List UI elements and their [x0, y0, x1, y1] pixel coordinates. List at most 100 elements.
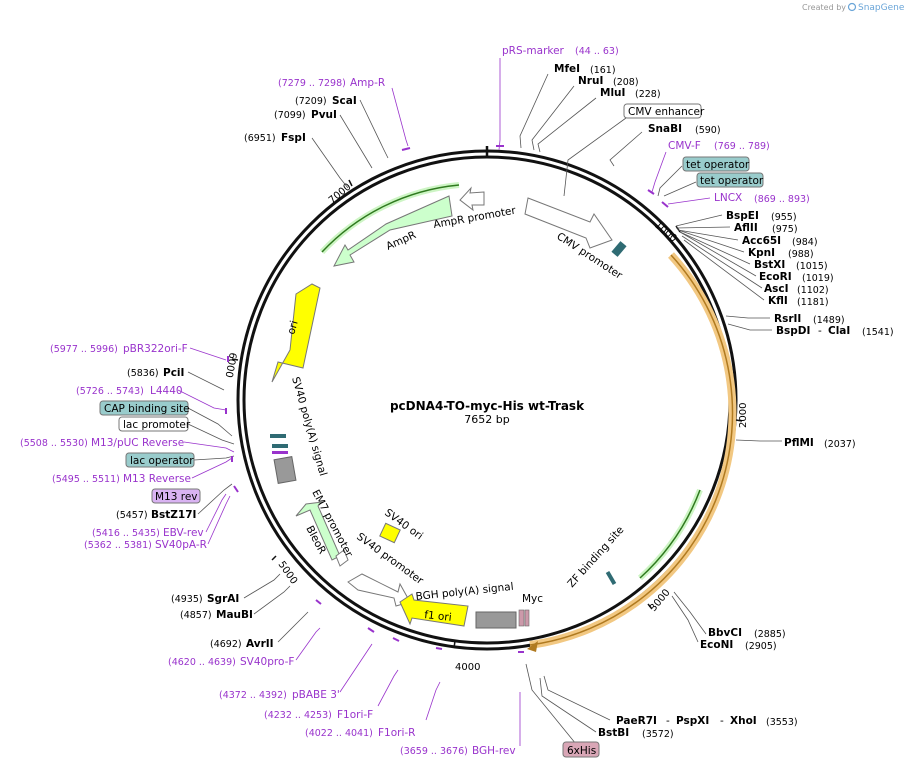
feature-zf-binding-site[interactable] [605, 570, 617, 586]
enzyme-pspxi-name[interactable]: PspXI [676, 715, 709, 727]
label-ori: ori [285, 319, 300, 335]
enzyme-pcii-pos: (5836) [127, 368, 159, 379]
primer-l4440-name[interactable]: L4440 [150, 385, 183, 397]
feature-sv40-ori[interactable] [379, 522, 401, 544]
enzyme-sgrai-pos: (4935) [171, 594, 203, 605]
primer-pbr322ori-f-name[interactable]: pBR322ori-F [123, 343, 188, 355]
enzyme-clai-name[interactable]: ClaI [828, 325, 850, 337]
enzyme-separator: - [818, 325, 822, 337]
enzyme-fspi-name[interactable]: FspI [281, 132, 306, 144]
enzyme-bstz17i-name[interactable]: BstZ17I [151, 509, 196, 521]
enzyme-econi-name[interactable]: EcoNI [700, 639, 733, 651]
primer-f1ori-r-name[interactable]: F1ori-R [378, 727, 415, 739]
feature-sv40-polya[interactable] [273, 456, 297, 484]
feature-his [524, 609, 530, 627]
ticks: 1000 2000 3000 4000 5000 6000 7000 [223, 179, 749, 673]
primer-m13-reverse-range: (5495 .. 5511) [52, 474, 120, 485]
enzyme-bstbi-pos: (3572) [642, 729, 674, 740]
leader-lines [177, 58, 782, 746]
enzyme-bbvci-name[interactable]: BbvCI [708, 627, 742, 639]
feature-trask-arc[interactable] [529, 252, 737, 649]
enzyme-xhoi-name[interactable]: XhoI [730, 715, 757, 727]
primer-sv40pro-f-name[interactable]: SV40pro-F [240, 656, 294, 668]
enzyme-bstxi-name[interactable]: BstXI [754, 259, 785, 271]
label-zf-binding-site: ZF binding site [565, 524, 626, 590]
box-tet-operator-1[interactable] [682, 156, 750, 172]
snapgene-credit: Created by SnapGene [802, 2, 905, 13]
tick-4000 [453, 640, 456, 649]
enzyme-asci-name[interactable]: AscI [764, 283, 789, 295]
feature-myc[interactable] [518, 609, 525, 627]
credit-text: Created by [802, 3, 846, 12]
tick-label-1000: 1000 [652, 220, 679, 245]
enzyme-ecori-name[interactable]: EcoRI [759, 271, 792, 283]
label-sv40-polya: SV40 poly(A) signal [289, 376, 329, 478]
primer-m13-reverse-name[interactable]: M13 Reverse [123, 473, 191, 485]
box-6xhis-text: 6xHis [567, 745, 596, 757]
enzyme-asci-pos: (1102) [797, 285, 829, 296]
primer-m13-puc-reverse-name[interactable]: M13/pUC Reverse [91, 437, 184, 449]
box-m13-rev[interactable] [151, 488, 201, 504]
box-lac-promoter[interactable] [118, 416, 189, 432]
box-cap-binding-site[interactable] [99, 400, 189, 416]
enzyme-scai-name[interactable]: ScaI [332, 95, 357, 107]
enzyme-aflii-name[interactable]: AflII [734, 222, 758, 234]
feature-ampr[interactable] [333, 195, 453, 267]
feature-bgh-polya[interactable] [475, 611, 517, 629]
primer-bgh-rev-name[interactable]: BGH-rev [472, 745, 516, 757]
primer-cmv-f-name[interactable]: CMV-F [668, 140, 701, 152]
feature-ampr-promoter[interactable] [459, 186, 485, 212]
feature-em7-promoter[interactable] [335, 549, 349, 567]
primer-lncx-name[interactable]: LNCX [714, 192, 742, 204]
enzyme-bbvci-pos: (2885) [754, 629, 786, 640]
enzyme-separator: - [666, 715, 670, 727]
enzyme-avrii-name[interactable]: AvrII [246, 638, 274, 650]
primer-prs-marker-range: (44 .. 63) [575, 46, 619, 57]
primer-pbabe3-name[interactable]: pBABE 3' [292, 689, 340, 701]
enzyme-pvui-name[interactable]: PvuI [311, 109, 337, 121]
enzyme-pcii-name[interactable]: PciI [163, 367, 184, 379]
primer-amp-r-range: (7279 .. 7298) [278, 78, 346, 89]
enzyme-snabi-name[interactable]: SnaBI [648, 123, 682, 135]
enzyme-acc65i-name[interactable]: Acc65I [742, 235, 781, 247]
enzyme-bstbi-name[interactable]: BstBI [598, 727, 629, 739]
enzyme-pflmi-name[interactable]: PflMI [784, 437, 814, 449]
feature-ori[interactable] [271, 283, 321, 383]
primer-sv40pa-r-name[interactable]: SV40pA-R [155, 539, 207, 551]
box-lac-operator[interactable] [125, 452, 195, 468]
enzyme-bspei-name[interactable]: BspEI [726, 210, 759, 222]
box-m13-rev-text: M13 rev [155, 491, 198, 503]
enzyme-aflii-pos: (975) [772, 224, 798, 235]
primer-ebv-rev-name[interactable]: EBV-rev [163, 527, 204, 539]
feature-bleor[interactable] [295, 501, 341, 561]
enzyme-sgrai-name[interactable]: SgrAI [207, 593, 239, 605]
tick-1000 [675, 225, 681, 233]
snapgene-logo-icon [847, 2, 857, 12]
enzyme-kfli-name[interactable]: KflI [768, 295, 788, 307]
box-cap-binding-site-text: CAP binding site [104, 403, 190, 415]
box-cmv-enhancer-text: CMV enhancer [628, 106, 705, 118]
enzyme-labels: MfeI (161) NruI (208) MluI (228) SnaBI (… [116, 63, 894, 740]
tick-label-4000: 4000 [455, 662, 480, 673]
feature-cmv-promoter[interactable] [524, 197, 613, 249]
feature-trask-inner-arc-core [639, 489, 701, 579]
enzyme-kpni-pos: (988) [788, 249, 814, 260]
primer-amp-r-name[interactable]: Amp-R [350, 77, 385, 89]
primer-f1ori-f-name[interactable]: F1ori-F [337, 709, 373, 721]
enzyme-pflmi-pos: (2037) [824, 439, 856, 450]
box-tet-operator-2[interactable] [696, 172, 764, 188]
enzyme-nrui-name[interactable]: NruI [578, 75, 603, 87]
enzyme-mlui-name[interactable]: MluI [600, 87, 625, 99]
primer-ebv-rev-range: (5416 .. 5435) [92, 528, 160, 539]
enzyme-maubi-name[interactable]: MauBI [216, 609, 253, 621]
box-cmv-enhancer[interactable] [623, 103, 702, 119]
enzyme-rsrii-name[interactable]: RsrII [774, 313, 801, 325]
feature-f1-ori[interactable] [399, 593, 469, 627]
enzyme-paer7i-name[interactable]: PaeR7I [616, 715, 657, 727]
enzyme-mfei-name[interactable]: MfeI [554, 63, 580, 75]
enzyme-acc65i-pos: (984) [792, 237, 818, 248]
enzyme-kpni-name[interactable]: KpnI [748, 247, 775, 259]
enzyme-bspdi-name[interactable]: BspDI [776, 325, 810, 337]
box-6xhis[interactable] [562, 741, 600, 758]
primer-prs-marker-name[interactable]: pRS-marker [502, 45, 565, 57]
